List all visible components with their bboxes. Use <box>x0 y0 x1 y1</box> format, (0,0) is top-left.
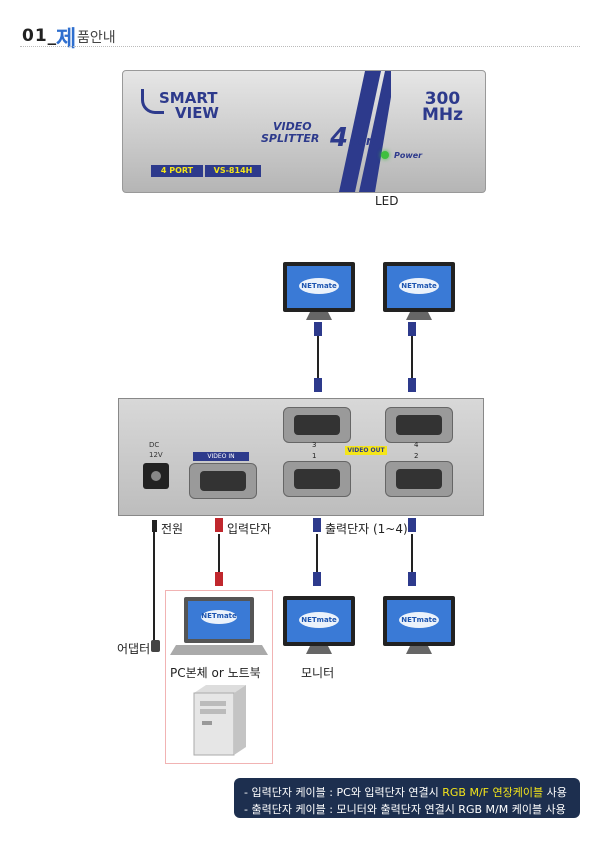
port-number: 3 <box>312 441 317 449</box>
monitor-icon <box>283 596 355 654</box>
adapter-label: 어댑터 <box>117 642 151 656</box>
monitor-brand: NETmate <box>301 616 337 624</box>
note-line-2: - 출력단자 케이블 : 모니터와 출력단자 연결시 RGB M/M 케이블 사… <box>244 803 566 816</box>
section-title: 품안내 <box>77 30 116 46</box>
device-back-panel: DC 12V VIDEO IN 3 4 1 2 VIDEO OUT <box>118 398 484 516</box>
section-number: 01_ <box>22 26 58 46</box>
output-connector-icon <box>408 518 416 532</box>
output-port-2 <box>385 461 453 497</box>
volt-label: 12V <box>149 451 163 459</box>
power-label: 전원 <box>161 522 184 536</box>
video-label: VIDEO <box>273 120 312 133</box>
port-number: 2 <box>414 452 419 460</box>
monitor-brand: NETmate <box>301 282 337 290</box>
note-line-1-end: 사용 <box>543 786 567 799</box>
model-badge: VS-814H <box>205 165 261 177</box>
note-line-1-highlight: RGB M/F 연장케이블 <box>442 786 544 799</box>
adapter-icon <box>151 640 160 652</box>
dc-label: DC <box>149 441 160 449</box>
output-port-3 <box>283 407 351 443</box>
input-label: 입력단자 <box>227 522 272 536</box>
desktop-pc-icon <box>193 685 246 756</box>
power-led-icon <box>381 151 389 159</box>
lower-cables <box>153 532 416 642</box>
monitor-brand: NETmate <box>401 282 437 290</box>
output-connector-icon <box>313 518 321 532</box>
brand-line1: SMART <box>159 89 218 107</box>
section-title-accent: 제 <box>56 27 77 52</box>
led-label: LED <box>375 194 399 208</box>
input-connector-icon <box>215 518 223 532</box>
output-cables <box>314 322 416 392</box>
monitor-icon <box>383 262 455 320</box>
output-label: 출력단자 (1~4) <box>325 522 408 536</box>
monitor-label: 모니터 <box>301 666 335 680</box>
splitter-label: SPLITTER <box>261 132 320 145</box>
heading-divider <box>20 46 580 47</box>
note-line-1-text: - 입력단자 케이블 : PC와 입력단자 연결시 <box>244 786 443 799</box>
port-number: 4 <box>414 441 419 449</box>
input-port <box>189 463 257 499</box>
power-plug-icon <box>152 520 157 532</box>
brand-swoosh-icon <box>141 89 164 114</box>
stripes-decoration <box>339 71 391 192</box>
dc-jack-icon <box>143 463 169 489</box>
video-in-label: VIDEO IN <box>193 452 249 461</box>
pc-notebook-box: NETmate PC본체 or 노트북 <box>165 590 273 764</box>
cable-notes-box: - 입력단자 케이블 : PC와 입력단자 연결시 RGB M/F 연장케이블 … <box>234 778 580 818</box>
ports-badge: 4 PORT <box>151 165 203 177</box>
freq-unit: MHz <box>421 105 463 125</box>
four-mark: 4 <box>330 123 349 153</box>
output-port-1 <box>283 461 351 497</box>
device-front-panel: SMART VIEW VIDEO SPLITTER 4 port 300 MHz… <box>122 70 486 193</box>
note-line-1: - 입력단자 케이블 : PC와 입력단자 연결시 RGB M/F 연장케이블 … <box>244 784 567 800</box>
monitor-icon <box>383 596 455 654</box>
monitor-brand: NETmate <box>401 616 437 624</box>
power-label: Power <box>394 151 423 160</box>
monitor-icon <box>283 262 355 320</box>
freq-value: 300 <box>424 89 461 109</box>
laptop-icon <box>170 597 268 655</box>
output-port-4 <box>385 407 453 443</box>
port-mark: port <box>349 134 378 148</box>
freq-badge: 300 MHz <box>421 89 463 125</box>
video-out-label: VIDEO OUT <box>345 446 387 455</box>
laptop-brand: NETmate <box>201 612 237 620</box>
brand-line2: VIEW <box>175 104 219 122</box>
pc-label: PC본체 or 노트북 <box>170 666 261 680</box>
port-number: 1 <box>312 452 317 460</box>
